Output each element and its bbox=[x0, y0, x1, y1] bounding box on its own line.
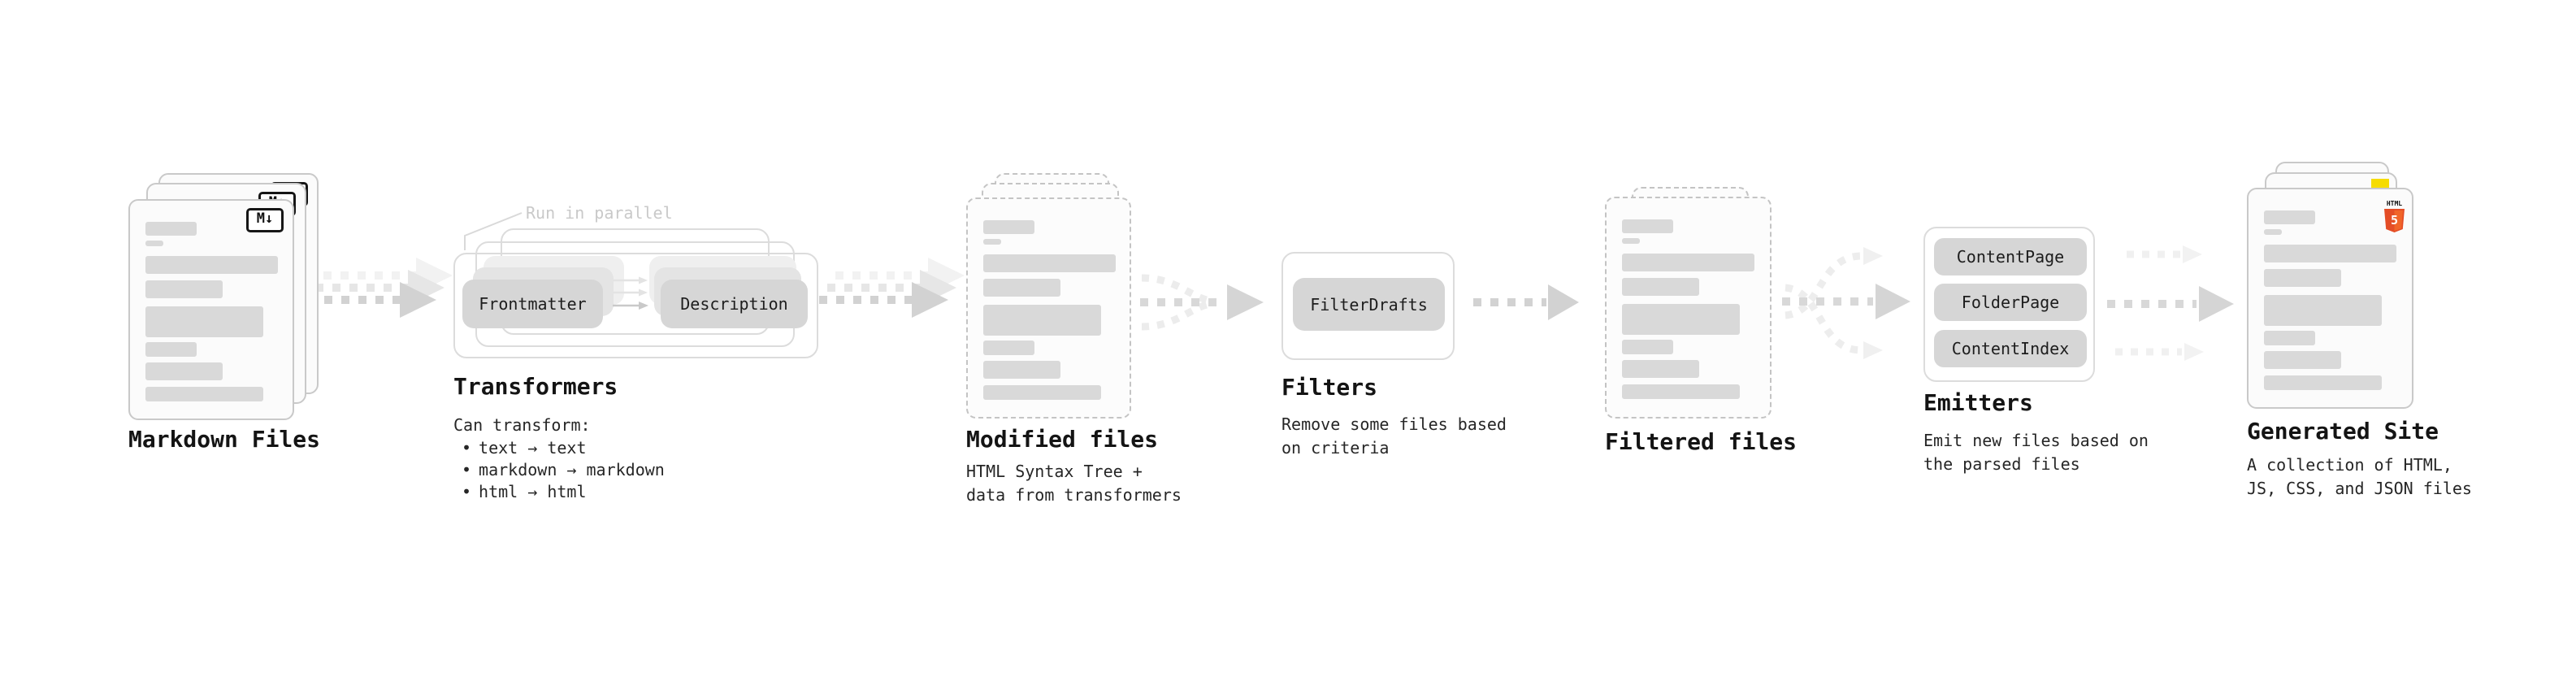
emitters-title: Emitters bbox=[1923, 389, 2033, 416]
markdown-file-card-front: M↓ bbox=[128, 199, 294, 420]
generated-site-subtitle-1: A collection of HTML, bbox=[2247, 455, 2452, 475]
arrow-filters-to-filtered bbox=[1473, 284, 1579, 320]
filtered-file-card-front bbox=[1605, 197, 1772, 419]
document-content-placeholder bbox=[1622, 219, 1754, 399]
document-content-placeholder bbox=[983, 220, 1116, 400]
markdown-files-title: Markdown Files bbox=[128, 426, 321, 453]
bullet-icon: • bbox=[462, 460, 472, 479]
modified-files-subtitle-1: HTML Syntax Tree + bbox=[966, 462, 1143, 481]
emitter-box-folderpage: FolderPage bbox=[1934, 284, 2087, 321]
transformer-box-description: Description bbox=[661, 280, 808, 328]
emitter-box-contentpage: ContentPage bbox=[1934, 238, 2087, 275]
filters-title: Filters bbox=[1281, 374, 1378, 401]
arrow-filtered-to-emitters bbox=[1782, 247, 1910, 359]
transformers-title: Transformers bbox=[453, 373, 618, 400]
transformer-mini-arrows bbox=[613, 276, 648, 310]
arrow-transformers-to-modified bbox=[819, 258, 965, 318]
arrow-markdown-to-transformers bbox=[307, 258, 453, 318]
emitter-box-contentindex: ContentIndex bbox=[1934, 330, 2087, 367]
modified-files-title: Modified files bbox=[966, 426, 1159, 453]
generated-site-subtitle-2: JS, CSS, and JSON files bbox=[2247, 479, 2472, 498]
parallel-callout-line bbox=[464, 212, 523, 250]
bullet-icon: • bbox=[462, 438, 472, 458]
filtered-files-title: Filtered files bbox=[1605, 428, 1798, 455]
emitters-subtitle-2: the parsed files bbox=[1923, 454, 2080, 474]
document-content-placeholder bbox=[145, 222, 278, 401]
transformers-note-heading: Can transform: bbox=[453, 415, 591, 435]
transformers-bullet-1: •text → text bbox=[462, 438, 587, 458]
arrow-modified-to-filters bbox=[1140, 274, 1264, 331]
transformers-bullet-3: •html → html bbox=[462, 482, 587, 501]
transformers-frame-front bbox=[453, 253, 818, 358]
javascript-icon bbox=[2371, 179, 2389, 189]
run-in-parallel-label: Run in parallel bbox=[526, 203, 673, 223]
modified-files-subtitle-2: data from transformers bbox=[966, 485, 1182, 505]
filters-subtitle-2: on criteria bbox=[1281, 438, 1390, 458]
html5-icon: HTML 5 bbox=[2384, 193, 2405, 232]
generated-site-title: Generated Site bbox=[2247, 418, 2439, 445]
filter-box-filterdrafts: FilterDrafts bbox=[1293, 278, 1445, 331]
transformers-bullet-2: •markdown → markdown bbox=[462, 460, 665, 479]
markdown-icon: M↓ bbox=[246, 208, 284, 232]
emitters-subtitle-1: Emit new files based on bbox=[1923, 431, 2149, 450]
bullet-icon: • bbox=[462, 482, 472, 501]
arrow-emitters-to-site bbox=[2107, 245, 2234, 361]
filters-subtitle-1: Remove some files based bbox=[1281, 414, 1507, 434]
transformer-box-frontmatter: Frontmatter bbox=[462, 280, 603, 328]
modified-file-card-front bbox=[966, 197, 1131, 419]
document-content-placeholder bbox=[2264, 210, 2396, 390]
site-file-card-front: HTML 5 bbox=[2247, 188, 2413, 409]
svg-text:5: 5 bbox=[2391, 213, 2398, 228]
